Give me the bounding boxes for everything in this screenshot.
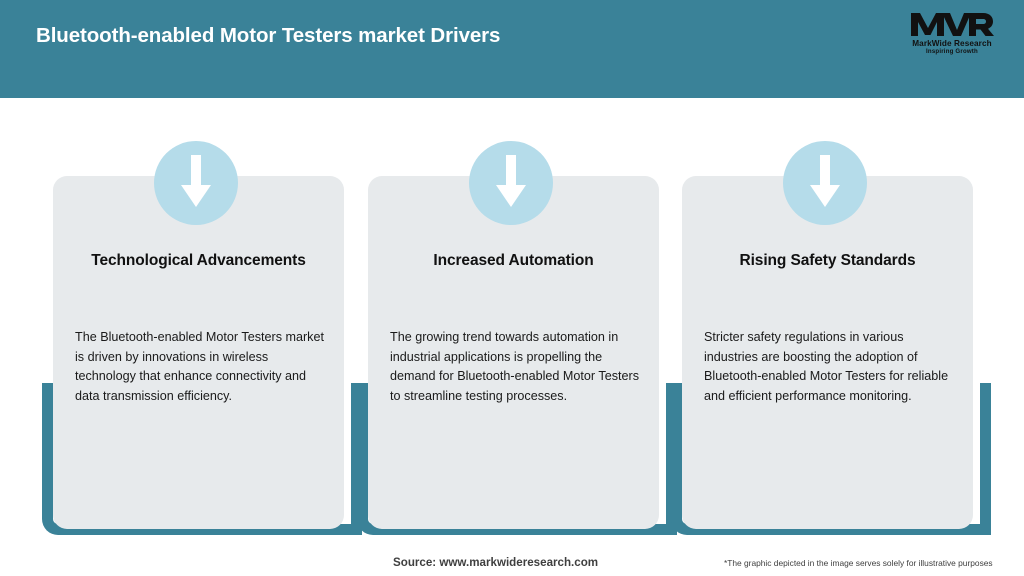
driver-card-3: Rising Safety Standards Stricter safety … [659, 0, 991, 576]
card-panel: Rising Safety Standards Stricter safety … [682, 176, 973, 529]
down-arrow-icon [154, 141, 238, 225]
card-body: The Bluetooth-enabled Motor Testers mark… [75, 330, 324, 403]
driver-card-1: Technological Advancements The Bluetooth… [30, 0, 362, 576]
card-frame-accent-right [980, 383, 991, 535]
card-frame-accent-right [351, 383, 362, 535]
card-body: Stricter safety regulations in various i… [704, 330, 949, 403]
card-title: Technological Advancements [91, 252, 306, 269]
card-title: Rising Safety Standards [739, 252, 916, 269]
footer-source: Source: www.markwideresearch.com [393, 556, 599, 569]
logo-tagline: Inspiring Growth [926, 48, 978, 55]
card-panel: Increased Automation The growing trend t… [368, 176, 659, 529]
page-title: Bluetooth-enabled Motor Testers market D… [36, 24, 501, 47]
down-arrow-icon [469, 141, 553, 225]
down-arrow-icon [783, 141, 867, 225]
footer-disclaimer: *The graphic depicted in the image serve… [724, 558, 993, 568]
driver-card-2: Increased Automation The growing trend t… [345, 0, 677, 576]
brand-logo: MarkWide Research Inspiring Growth [898, 10, 1006, 62]
mwr-logo-icon [911, 13, 994, 36]
card-body: The growing trend towards automation in … [390, 330, 639, 403]
header-bar: Bluetooth-enabled Motor Testers market D… [0, 0, 1024, 98]
card-title: Increased Automation [433, 252, 594, 269]
card-frame-accent [42, 383, 362, 535]
card-panel: Technological Advancements The Bluetooth… [53, 176, 344, 529]
logo-name: MarkWide Research [912, 39, 992, 48]
card-frame-accent [671, 383, 991, 535]
card-frame-accent [357, 383, 677, 535]
